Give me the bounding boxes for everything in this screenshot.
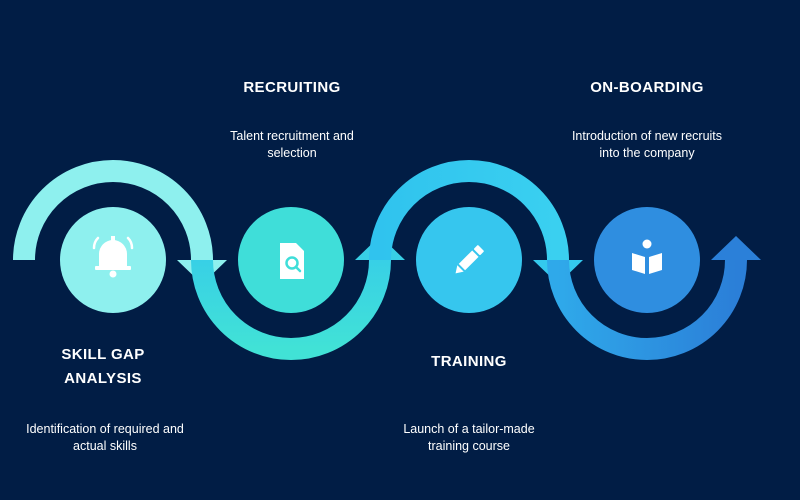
book-reader-icon (632, 239, 662, 274)
step-description-onboarding: Introduction of new recruits into the co… (571, 129, 723, 160)
step-circle-onboarding (594, 207, 700, 313)
step-title-training: TRAINING (431, 353, 507, 370)
bell-icon (92, 236, 134, 278)
step-title-skill-gap: SKILL GAP ANALYSIS (61, 346, 145, 387)
step-title-onboarding: ON-BOARDING (590, 79, 704, 96)
arrow-up-icon (711, 236, 761, 260)
step-title-recruiting: RECRUITING (243, 79, 341, 96)
document-search-icon (280, 243, 304, 279)
arc-onboarding (547, 236, 761, 360)
step-description-training: Launch of a tailor-made training course (403, 422, 535, 453)
pencil-icon (455, 245, 484, 274)
step-description-skill-gap: Identification of required and actual sk… (26, 422, 184, 453)
step-description-recruiting: Talent recruitment and selection (230, 129, 354, 160)
